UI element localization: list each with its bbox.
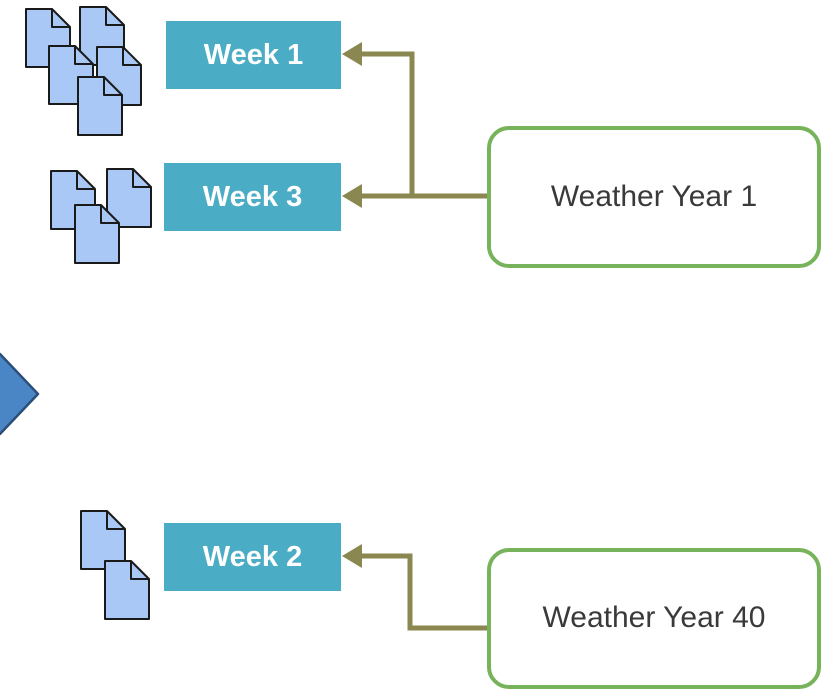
week-label: Week 1	[203, 38, 304, 71]
weather-year-box-40: Weather Year 40	[487, 548, 821, 689]
chevron-right-icon	[0, 352, 40, 436]
week-label: Week 3	[202, 180, 303, 213]
document-icon	[77, 76, 123, 136]
arrowhead-week-1	[342, 42, 362, 66]
document-icon	[74, 204, 120, 264]
arrow-weather-year-40-to-week-2	[360, 553, 488, 631]
week-box-week-2: Week 2	[164, 523, 341, 591]
week-box-week-3: Week 3	[164, 163, 341, 231]
arrowhead-week-2	[342, 544, 362, 568]
arrowhead-week-3	[342, 184, 362, 208]
weather-year-label: Weather Year 40	[542, 601, 766, 635]
weather-year-label: Weather Year 1	[550, 179, 758, 213]
weather-year-box-1: Weather Year 1	[487, 126, 821, 268]
document-icon	[104, 560, 150, 620]
week-label: Week 2	[202, 540, 303, 573]
week-box-week-1: Week 1	[166, 21, 341, 89]
arrow-weather-year-1-to-week-1	[360, 51, 488, 199]
